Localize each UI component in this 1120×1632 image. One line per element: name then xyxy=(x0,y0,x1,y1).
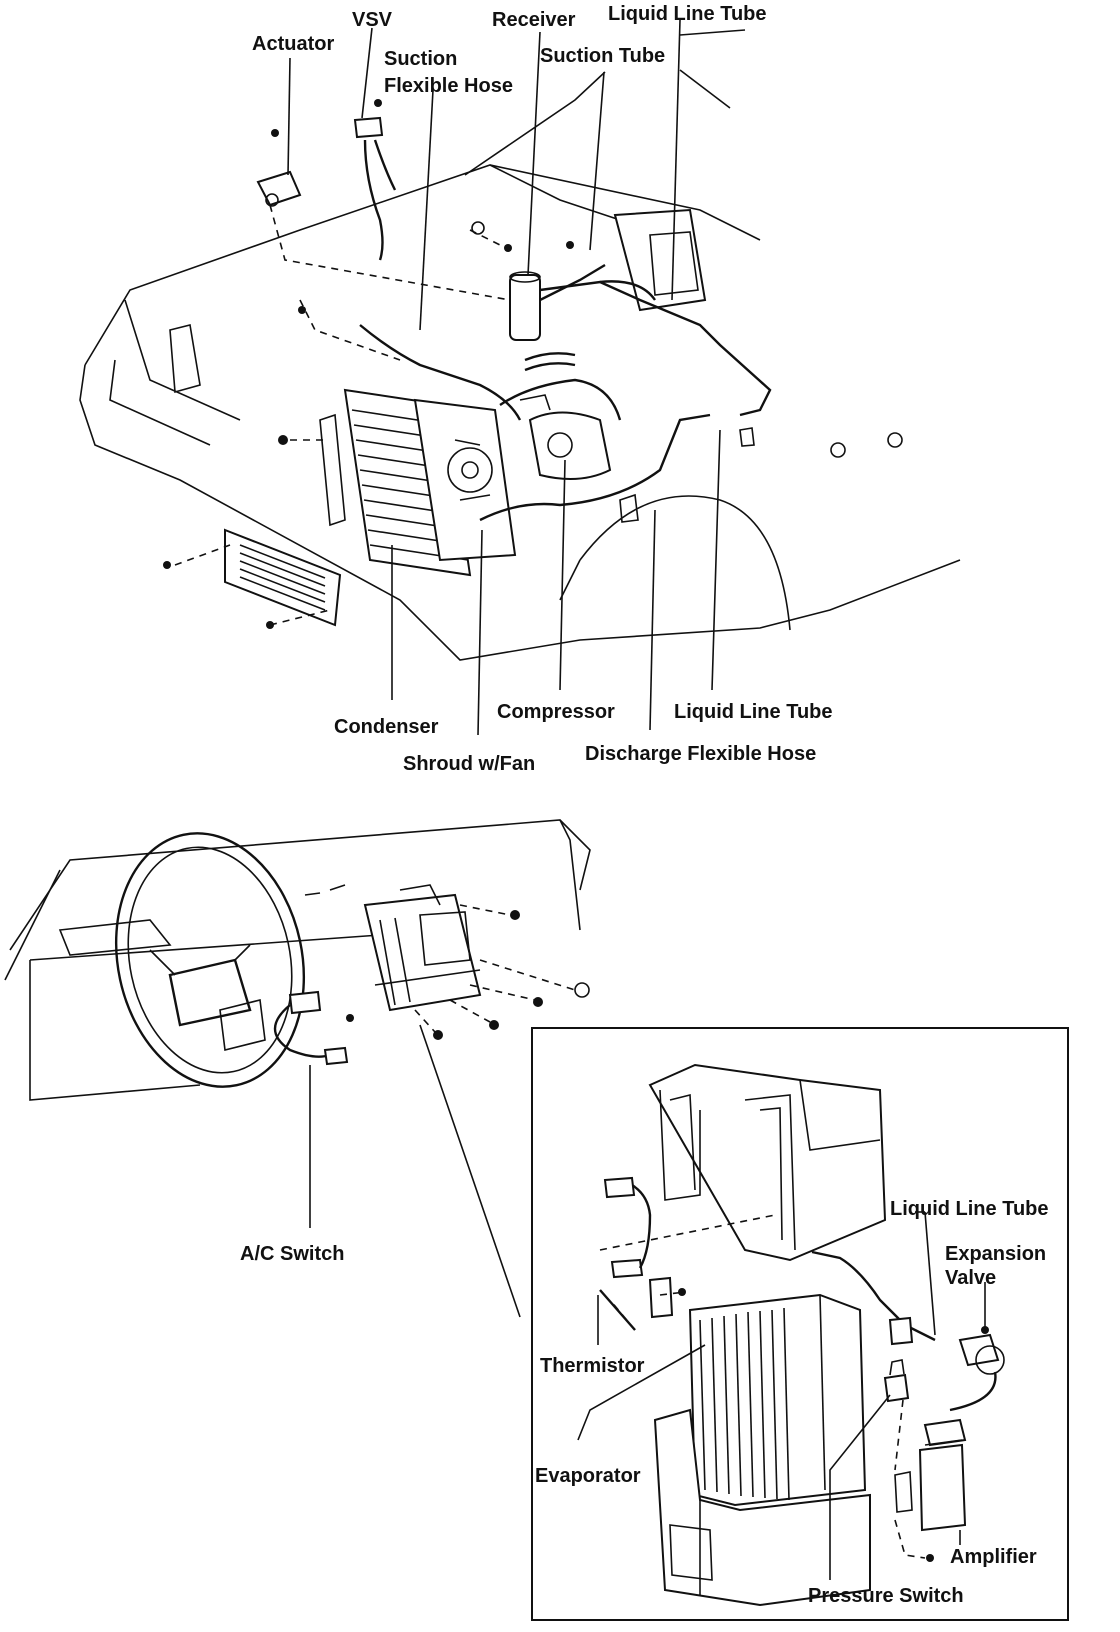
ac-lines xyxy=(359,263,772,522)
leader-lines-dash xyxy=(309,1024,521,1318)
compressor xyxy=(519,394,612,480)
label-expansion-valve-2: Valve xyxy=(945,1267,996,1289)
evaporator-core xyxy=(688,1293,867,1507)
fasteners-dash xyxy=(304,884,590,1040)
label-ac-switch: A/C Switch xyxy=(240,1243,344,1265)
thermistor-bracket xyxy=(648,1276,686,1319)
label-receiver: Receiver xyxy=(492,9,576,31)
receiver xyxy=(509,271,541,341)
vsv xyxy=(353,99,397,261)
car-front-body xyxy=(79,164,961,661)
label-amplifier: Amplifier xyxy=(950,1546,1037,1568)
label-shroud-with-fan: Shroud w/Fan xyxy=(403,753,535,775)
label-suction-flexible-hose-2: Flexible Hose xyxy=(384,75,513,97)
expansion-valve xyxy=(949,1326,1005,1412)
label-liquid-line-tube-top: Liquid Line Tube xyxy=(608,3,767,25)
label-expansion-valve-1: Expansion xyxy=(945,1243,1046,1265)
label-discharge-flexible-hose: Discharge Flexible Hose xyxy=(585,743,816,765)
dashed-leaders-inset xyxy=(599,1214,926,1559)
label-liquid-line-tube-inset: Liquid Line Tube xyxy=(890,1198,1049,1220)
label-suction-tube: Suction Tube xyxy=(540,45,665,67)
dashed-leaders-dash xyxy=(414,904,576,1033)
label-suction-flexible-hose-1: Suction xyxy=(384,48,457,70)
steering-wheel xyxy=(114,832,306,1088)
inset-liquid-line-tube xyxy=(811,1250,936,1346)
label-actuator: Actuator xyxy=(252,33,334,55)
actuator xyxy=(256,129,302,207)
dashed-leaders-top xyxy=(174,204,511,626)
shroud-with-fan xyxy=(413,398,517,562)
pressure-switch xyxy=(883,1359,910,1403)
label-compressor: Compressor xyxy=(497,701,615,723)
evaporator-lower-case xyxy=(653,1408,871,1607)
label-pressure-switch: Pressure Switch xyxy=(808,1585,964,1607)
dashboard xyxy=(4,819,591,1101)
evaporator-upper-case xyxy=(648,1063,887,1262)
fasteners-top xyxy=(163,221,903,629)
inset-brackets xyxy=(894,1471,934,1562)
label-evaporator: Evaporator xyxy=(535,1465,641,1487)
label-liquid-line-tube-mid: Liquid Line Tube xyxy=(674,701,833,723)
amplifier xyxy=(918,1418,967,1532)
label-thermistor: Thermistor xyxy=(540,1355,645,1377)
ac-switch xyxy=(273,990,349,1066)
leader-lines-top xyxy=(287,19,746,736)
label-vsv: VSV xyxy=(352,9,393,31)
leader-lines-inset xyxy=(577,1211,986,1580)
label-condenser: Condenser xyxy=(334,716,439,738)
front-grille xyxy=(224,528,342,627)
heater-evaporator-unit xyxy=(363,884,482,1012)
